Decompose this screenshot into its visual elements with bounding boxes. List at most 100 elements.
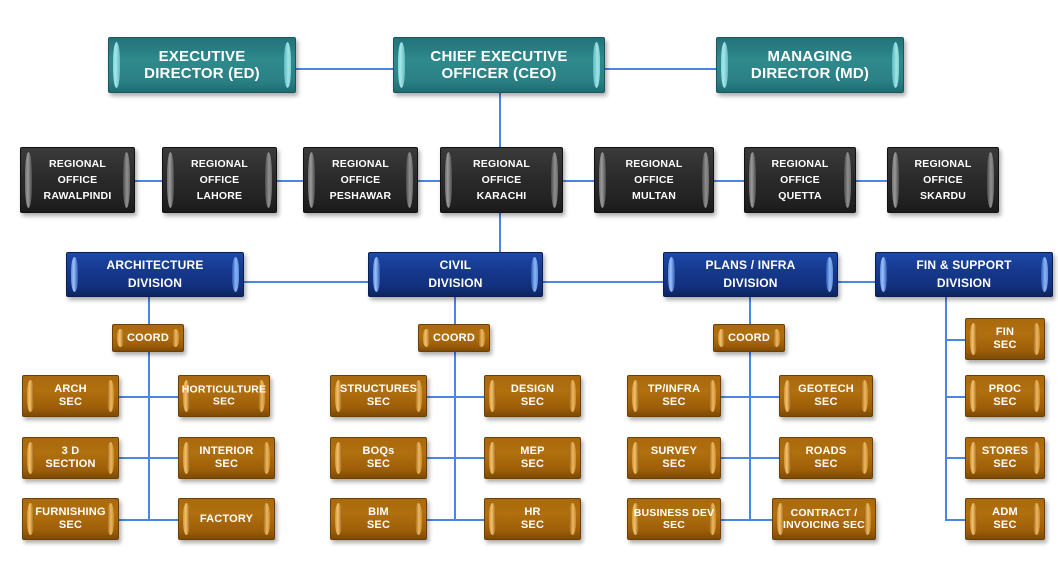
connector-civil-div-down — [454, 297, 456, 324]
connector-karachi-down — [499, 210, 501, 282]
node-regional-office-karachi[interactable]: REGIONAL OFFICE KARACHI — [440, 147, 563, 213]
connector-fin-spine — [945, 297, 947, 520]
node-section-contract-invoicing[interactable]: CONTRACT / INVOICING SEC — [772, 498, 876, 540]
connector-ro-karachi-multan — [562, 180, 595, 182]
connector-arch-branch-3 — [118, 519, 180, 521]
node-section-design[interactable]: DESIGN SEC — [484, 375, 581, 417]
node-label: CHIEF EXECUTIVE OFFICER (CEO) — [430, 47, 568, 82]
node-managing-director[interactable]: MANAGING DIRECTOR (MD) — [716, 37, 904, 93]
node-regional-office-multan[interactable]: REGIONAL OFFICE MULTAN — [594, 147, 714, 213]
connector-arch-branch-2 — [118, 457, 180, 459]
node-label: CIVIL DIVISION — [428, 258, 483, 290]
node-label: FACTORY — [199, 512, 254, 525]
connector-civil-spine — [454, 352, 456, 520]
node-label: GEOTECH SEC — [798, 383, 854, 408]
connector-ceo-down — [499, 92, 501, 150]
connector-civil-branch-3 — [424, 519, 486, 521]
connector-ro-quetta-skardu — [855, 180, 888, 182]
connector-div-civil-plans — [543, 281, 663, 283]
node-section-fin[interactable]: FIN SEC — [965, 318, 1045, 360]
node-coord-architecture[interactable]: COORD — [112, 324, 184, 352]
node-division-civil[interactable]: CIVIL DIVISION — [368, 252, 543, 297]
node-section-structures[interactable]: STRUCTURES SEC — [330, 375, 427, 417]
node-section-adm[interactable]: ADM SEC — [965, 498, 1045, 540]
node-regional-office-peshawar[interactable]: REGIONAL OFFICE PESHAWAR — [303, 147, 418, 213]
node-label: 3 D SECTION — [45, 445, 96, 470]
node-section-proc[interactable]: PROC SEC — [965, 375, 1045, 417]
node-regional-office-skardu[interactable]: REGIONAL OFFICE SKARDU — [887, 147, 999, 213]
node-chief-executive-officer[interactable]: CHIEF EXECUTIVE OFFICER (CEO) — [393, 37, 605, 93]
node-label: BOQs SEC — [362, 445, 395, 470]
node-label: ADM SEC — [992, 506, 1018, 531]
node-label: REGIONAL OFFICE LAHORE — [190, 157, 249, 203]
node-regional-office-rawalpindi[interactable]: REGIONAL OFFICE RAWALPINDI — [20, 147, 135, 213]
node-label: BUSINESS DEV SEC — [633, 506, 715, 531]
node-section-survey[interactable]: SURVEY SEC — [627, 437, 721, 479]
connector-fin-branch-4 — [945, 519, 967, 521]
node-section-arch[interactable]: ARCH SEC — [22, 375, 119, 417]
node-label: COORD — [728, 331, 770, 344]
connector-plans-branch-1 — [719, 396, 781, 398]
node-division-fin-support[interactable]: FIN & SUPPORT DIVISION — [875, 252, 1053, 297]
node-division-plans-infra[interactable]: PLANS / INFRA DIVISION — [663, 252, 838, 297]
node-label: COORD — [127, 331, 169, 344]
node-label: SURVEY SEC — [650, 445, 698, 470]
connector-arch-branch-1 — [118, 396, 180, 398]
node-section-interior[interactable]: INTERIOR SEC — [178, 437, 275, 479]
node-section-business-dev[interactable]: BUSINESS DEV SEC — [627, 498, 721, 540]
connector-ro-multan-quetta — [713, 180, 745, 182]
node-coord-plans-infra[interactable]: COORD — [713, 324, 785, 352]
node-regional-office-lahore[interactable]: REGIONAL OFFICE LAHORE — [162, 147, 277, 213]
node-label: BIM SEC — [366, 506, 391, 531]
node-label: REGIONAL OFFICE SKARDU — [914, 157, 972, 203]
connector-plans-branch-2 — [719, 457, 781, 459]
node-label: INTERIOR SEC — [199, 445, 254, 470]
node-label: PROC SEC — [988, 383, 1022, 408]
node-section-roads[interactable]: ROADS SEC — [779, 437, 873, 479]
connector-plans-div-down — [749, 297, 751, 324]
connector-fin-branch-3 — [945, 457, 967, 459]
connector-arch-spine — [148, 352, 150, 520]
node-label: MEP SEC — [520, 445, 545, 470]
node-label: ARCHITECTURE DIVISION — [106, 258, 204, 290]
node-label: STRUCTURES SEC — [339, 383, 418, 408]
node-label: HR SEC — [520, 506, 545, 531]
node-label: CONTRACT / INVOICING SEC — [783, 506, 865, 531]
node-label: REGIONAL OFFICE RAWALPINDI — [43, 157, 112, 203]
node-section-stores[interactable]: STORES SEC — [965, 437, 1045, 479]
node-section-bim[interactable]: BIM SEC — [330, 498, 427, 540]
node-section-factory[interactable]: FACTORY — [178, 498, 275, 540]
connector-civil-branch-1 — [424, 396, 486, 398]
node-section-mep[interactable]: MEP SEC — [484, 437, 581, 479]
node-regional-office-quetta[interactable]: REGIONAL OFFICE QUETTA — [744, 147, 856, 213]
node-label: ARCH SEC — [54, 383, 87, 408]
node-division-architecture[interactable]: ARCHITECTURE DIVISION — [66, 252, 244, 297]
node-label: FIN SEC — [993, 326, 1017, 351]
node-section-3d[interactable]: 3 D SECTION — [22, 437, 119, 479]
node-label: FURNISHING SEC — [35, 506, 106, 531]
connector-fin-branch-1 — [945, 339, 967, 341]
node-section-geotech[interactable]: GEOTECH SEC — [779, 375, 873, 417]
node-section-tp-infra[interactable]: TP/INFRA SEC — [627, 375, 721, 417]
node-label: REGIONAL OFFICE PESHAWAR — [329, 157, 392, 203]
connector-arch-div-down — [148, 297, 150, 324]
node-label: REGIONAL OFFICE KARACHI — [472, 157, 531, 203]
connector-div-arch-civil — [244, 281, 368, 283]
node-coord-civil[interactable]: COORD — [418, 324, 490, 352]
connector-fin-branch-2 — [945, 396, 967, 398]
connector-plans-spine — [749, 352, 751, 520]
node-label: REGIONAL OFFICE MULTAN — [625, 157, 683, 203]
node-label: ROADS SEC — [805, 445, 847, 470]
node-section-boqs[interactable]: BOQs SEC — [330, 437, 427, 479]
connector-ed-to-ceo — [295, 68, 395, 70]
node-section-hr[interactable]: HR SEC — [484, 498, 581, 540]
node-section-horticulture[interactable]: HORTICULTURE SEC — [178, 375, 270, 417]
node-section-furnishing[interactable]: FURNISHING SEC — [22, 498, 119, 540]
connector-plans-branch-3 — [719, 519, 781, 521]
connector-ro-rawalpindi-lahore — [134, 180, 163, 182]
connector-civil-branch-2 — [424, 457, 486, 459]
node-label: TP/INFRA SEC — [647, 383, 701, 408]
node-label: MANAGING DIRECTOR (MD) — [750, 47, 870, 82]
node-executive-director[interactable]: EXECUTIVE DIRECTOR (ED) — [108, 37, 296, 93]
